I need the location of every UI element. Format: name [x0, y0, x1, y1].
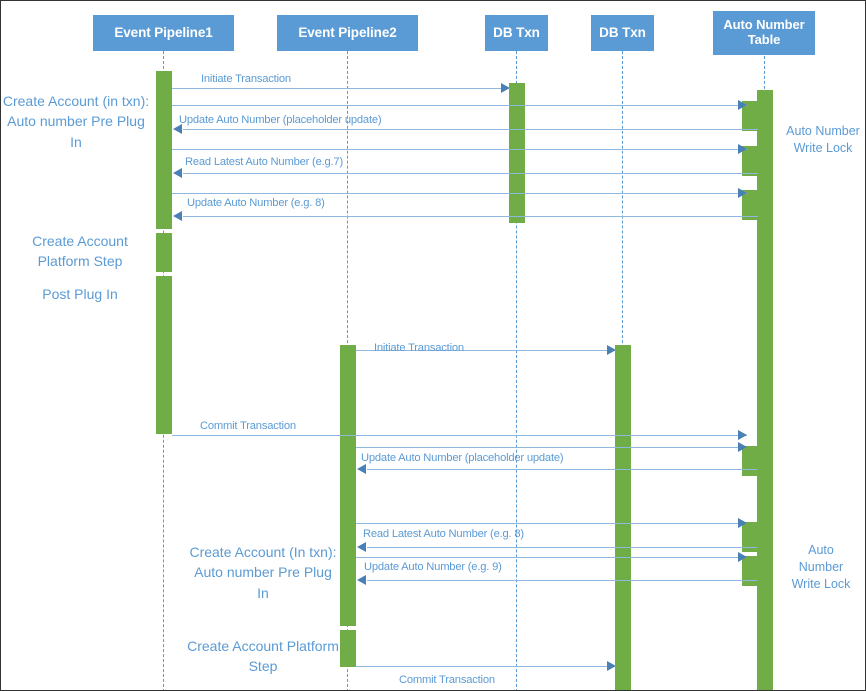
message-line-m2 [172, 105, 747, 106]
message-line-m4 [172, 149, 747, 150]
message-label-m15: Update Auto Number (e.g. 9) [364, 561, 502, 573]
activation-event-pipeline1-3 [156, 276, 172, 434]
annotation-create-account-pre-plugin-2: Create Account (In txn): Auto number Pre… [189, 544, 337, 601]
message-label-m3: Update Auto Number (placeholder update) [179, 114, 382, 126]
message-label-m16: Commit Transaction [399, 674, 495, 686]
lifeline-header-label: Event Pipeline1 [114, 25, 213, 41]
lifeline-header-label: Event Pipeline2 [298, 25, 397, 41]
message-line-m5 [183, 173, 758, 174]
annotation-create-account-platform-step-1: Create Account Platform Step [32, 233, 128, 270]
message-line-m7 [183, 216, 758, 217]
message-line-m10 [356, 447, 746, 448]
message-arrow-m9 [738, 430, 747, 440]
message-arrow-m7 [173, 211, 182, 221]
message-arrow-m6 [738, 188, 747, 198]
message-label-m11: Update Auto Number (placeholder update) [361, 452, 564, 464]
message-label-m5: Read Latest Auto Number (e.g.7) [185, 156, 343, 168]
message-label-m9: Commit Transaction [200, 420, 296, 432]
message-line-m15 [367, 580, 757, 581]
message-line-m11 [367, 469, 757, 470]
message-arrow-m3 [173, 124, 182, 134]
message-arrow-m5 [173, 168, 182, 178]
activation-db-txn-2 [615, 345, 631, 690]
activation-event-pipeline1-1 [156, 71, 172, 229]
lifeline-header-event-pipeline2[interactable]: Event Pipeline2 [277, 15, 418, 51]
message-line-m8 [356, 350, 616, 351]
annotation-create-account-pre-plugin-1: Create Account (in txn): Auto number Pre… [2, 93, 150, 150]
message-arrow-m8 [607, 345, 616, 355]
message-arrow-m1 [501, 83, 510, 93]
message-arrow-m10 [738, 442, 747, 452]
message-arrow-m13 [357, 542, 366, 552]
message-arrow-m14 [738, 552, 747, 562]
lifeline-header-db-txn-1[interactable]: DB Txn [485, 15, 548, 51]
activation-event-pipeline2-1 [340, 345, 356, 626]
message-arrow-m15 [357, 575, 366, 585]
message-line-m12 [356, 523, 746, 524]
lifeline-db-txn-1 [516, 51, 517, 690]
activation-auto-number-lock-6 [742, 556, 757, 586]
lifeline-header-event-pipeline1[interactable]: Event Pipeline1 [93, 15, 234, 51]
message-line-m1 [172, 88, 510, 89]
message-line-m6 [172, 193, 747, 194]
annotation-create-account-platform-step-2: Create Account Platform Step [187, 638, 339, 675]
annotation-post-plug-in: Post Plug In [42, 286, 118, 302]
lifeline-header-label: DB Txn [599, 25, 646, 41]
message-line-m16 [356, 666, 616, 667]
message-arrow-m11 [357, 464, 366, 474]
message-label-m13: Read Latest Auto Number (e.g. 8) [363, 528, 524, 540]
message-line-m9 [172, 435, 747, 436]
message-label-m7: Update Auto Number (e.g. 8) [187, 197, 325, 209]
message-arrow-m16 [607, 661, 616, 671]
message-arrow-m4 [738, 144, 747, 154]
lifeline-header-db-txn-2[interactable]: DB Txn [591, 15, 654, 51]
activation-auto-number-lock-4 [742, 446, 757, 476]
annotation-auto-number-write-lock-1: Auto Number Write Lock [786, 124, 860, 155]
lifeline-header-label: DB Txn [493, 25, 540, 41]
message-arrow-m2 [738, 100, 747, 110]
message-label-m8: Initiate Transaction [374, 342, 464, 354]
activation-db-txn-1 [509, 83, 525, 223]
annotation-auto-number-write-lock-2: Auto Number Write Lock [791, 543, 851, 591]
message-arrow-m12 [738, 518, 747, 528]
message-line-m3 [183, 129, 758, 130]
activation-auto-number-table-1 [757, 90, 773, 690]
message-line-m13 [367, 547, 757, 548]
activation-auto-number-lock-5 [742, 522, 757, 552]
activation-event-pipeline2-2 [340, 630, 356, 667]
activation-event-pipeline1-2 [156, 233, 172, 272]
lifeline-header-label: Auto Number Table [723, 17, 805, 47]
message-label-m1: Initiate Transaction [201, 73, 291, 85]
lifeline-header-auto-number-table[interactable]: Auto Number Table [713, 11, 815, 55]
message-line-m14 [356, 557, 746, 558]
